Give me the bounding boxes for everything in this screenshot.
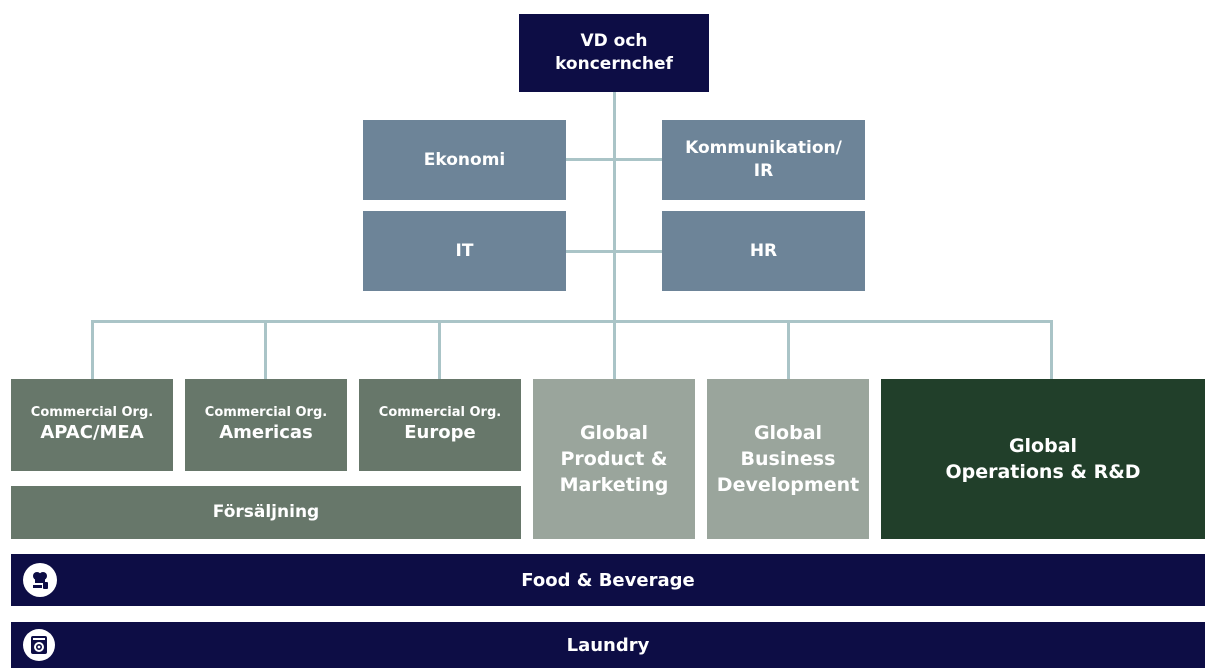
commercial-box-apac-mea: Commercial Org. APAC/MEA (11, 379, 173, 471)
staff-label-hr: HR (749, 240, 778, 261)
sales-label: Försäljning (212, 502, 320, 523)
commercial-box-americas: Commercial Org. Americas (185, 379, 347, 471)
global-business-development-box: Global Business Development (707, 379, 869, 539)
commercial-prefix: Commercial Org. (30, 405, 154, 421)
staff-box-it: IT (363, 211, 566, 291)
chef-hat-icon (23, 563, 57, 597)
washing-machine-icon (23, 629, 55, 661)
staff-label-it: IT (455, 240, 474, 261)
staff-box-ekonomi: Ekonomi (363, 120, 566, 200)
laundry-label: Laundry (566, 634, 650, 656)
commercial-prefix: Commercial Org. (378, 405, 502, 421)
trunk-connector (613, 92, 616, 379)
horizontal-bus (91, 320, 1052, 323)
commercial-region: APAC/MEA (40, 422, 144, 444)
drop-americas (264, 320, 267, 379)
staff-label-ekonomi: Ekonomi (423, 149, 506, 170)
drop-operations (1050, 320, 1053, 379)
staff-box-hr: HR (662, 211, 865, 291)
commercial-region: Americas (219, 422, 313, 444)
global-product-marketing-label: Global Product & Marketing (559, 421, 669, 497)
global-operations-box: Global Operations & R&D (881, 379, 1205, 539)
food-beverage-bar: Food & Beverage (11, 554, 1205, 606)
staff-connector-top (566, 158, 662, 161)
drop-apac (91, 320, 94, 379)
drop-business-dev (787, 320, 790, 379)
global-product-marketing-box: Global Product & Marketing (533, 379, 695, 539)
food-beverage-label: Food & Beverage (521, 569, 695, 591)
global-operations-label: Global Operations & R&D (945, 434, 1141, 483)
staff-connector-bottom (566, 250, 662, 253)
drop-europe (438, 320, 441, 379)
ceo-label: VD och koncernchef (555, 31, 673, 74)
global-business-development-label: Global Business Development (716, 421, 860, 497)
commercial-region: Europe (404, 422, 476, 444)
staff-box-kommunikation: Kommunikation/ IR (662, 120, 865, 200)
commercial-prefix: Commercial Org. (204, 405, 328, 421)
sales-box: Försäljning (11, 486, 521, 539)
staff-label-kommunikation: Kommunikation/ IR (685, 138, 842, 181)
ceo-box: VD och koncernchef (519, 14, 709, 92)
laundry-bar: Laundry (11, 622, 1205, 668)
commercial-box-europe: Commercial Org. Europe (359, 379, 521, 471)
